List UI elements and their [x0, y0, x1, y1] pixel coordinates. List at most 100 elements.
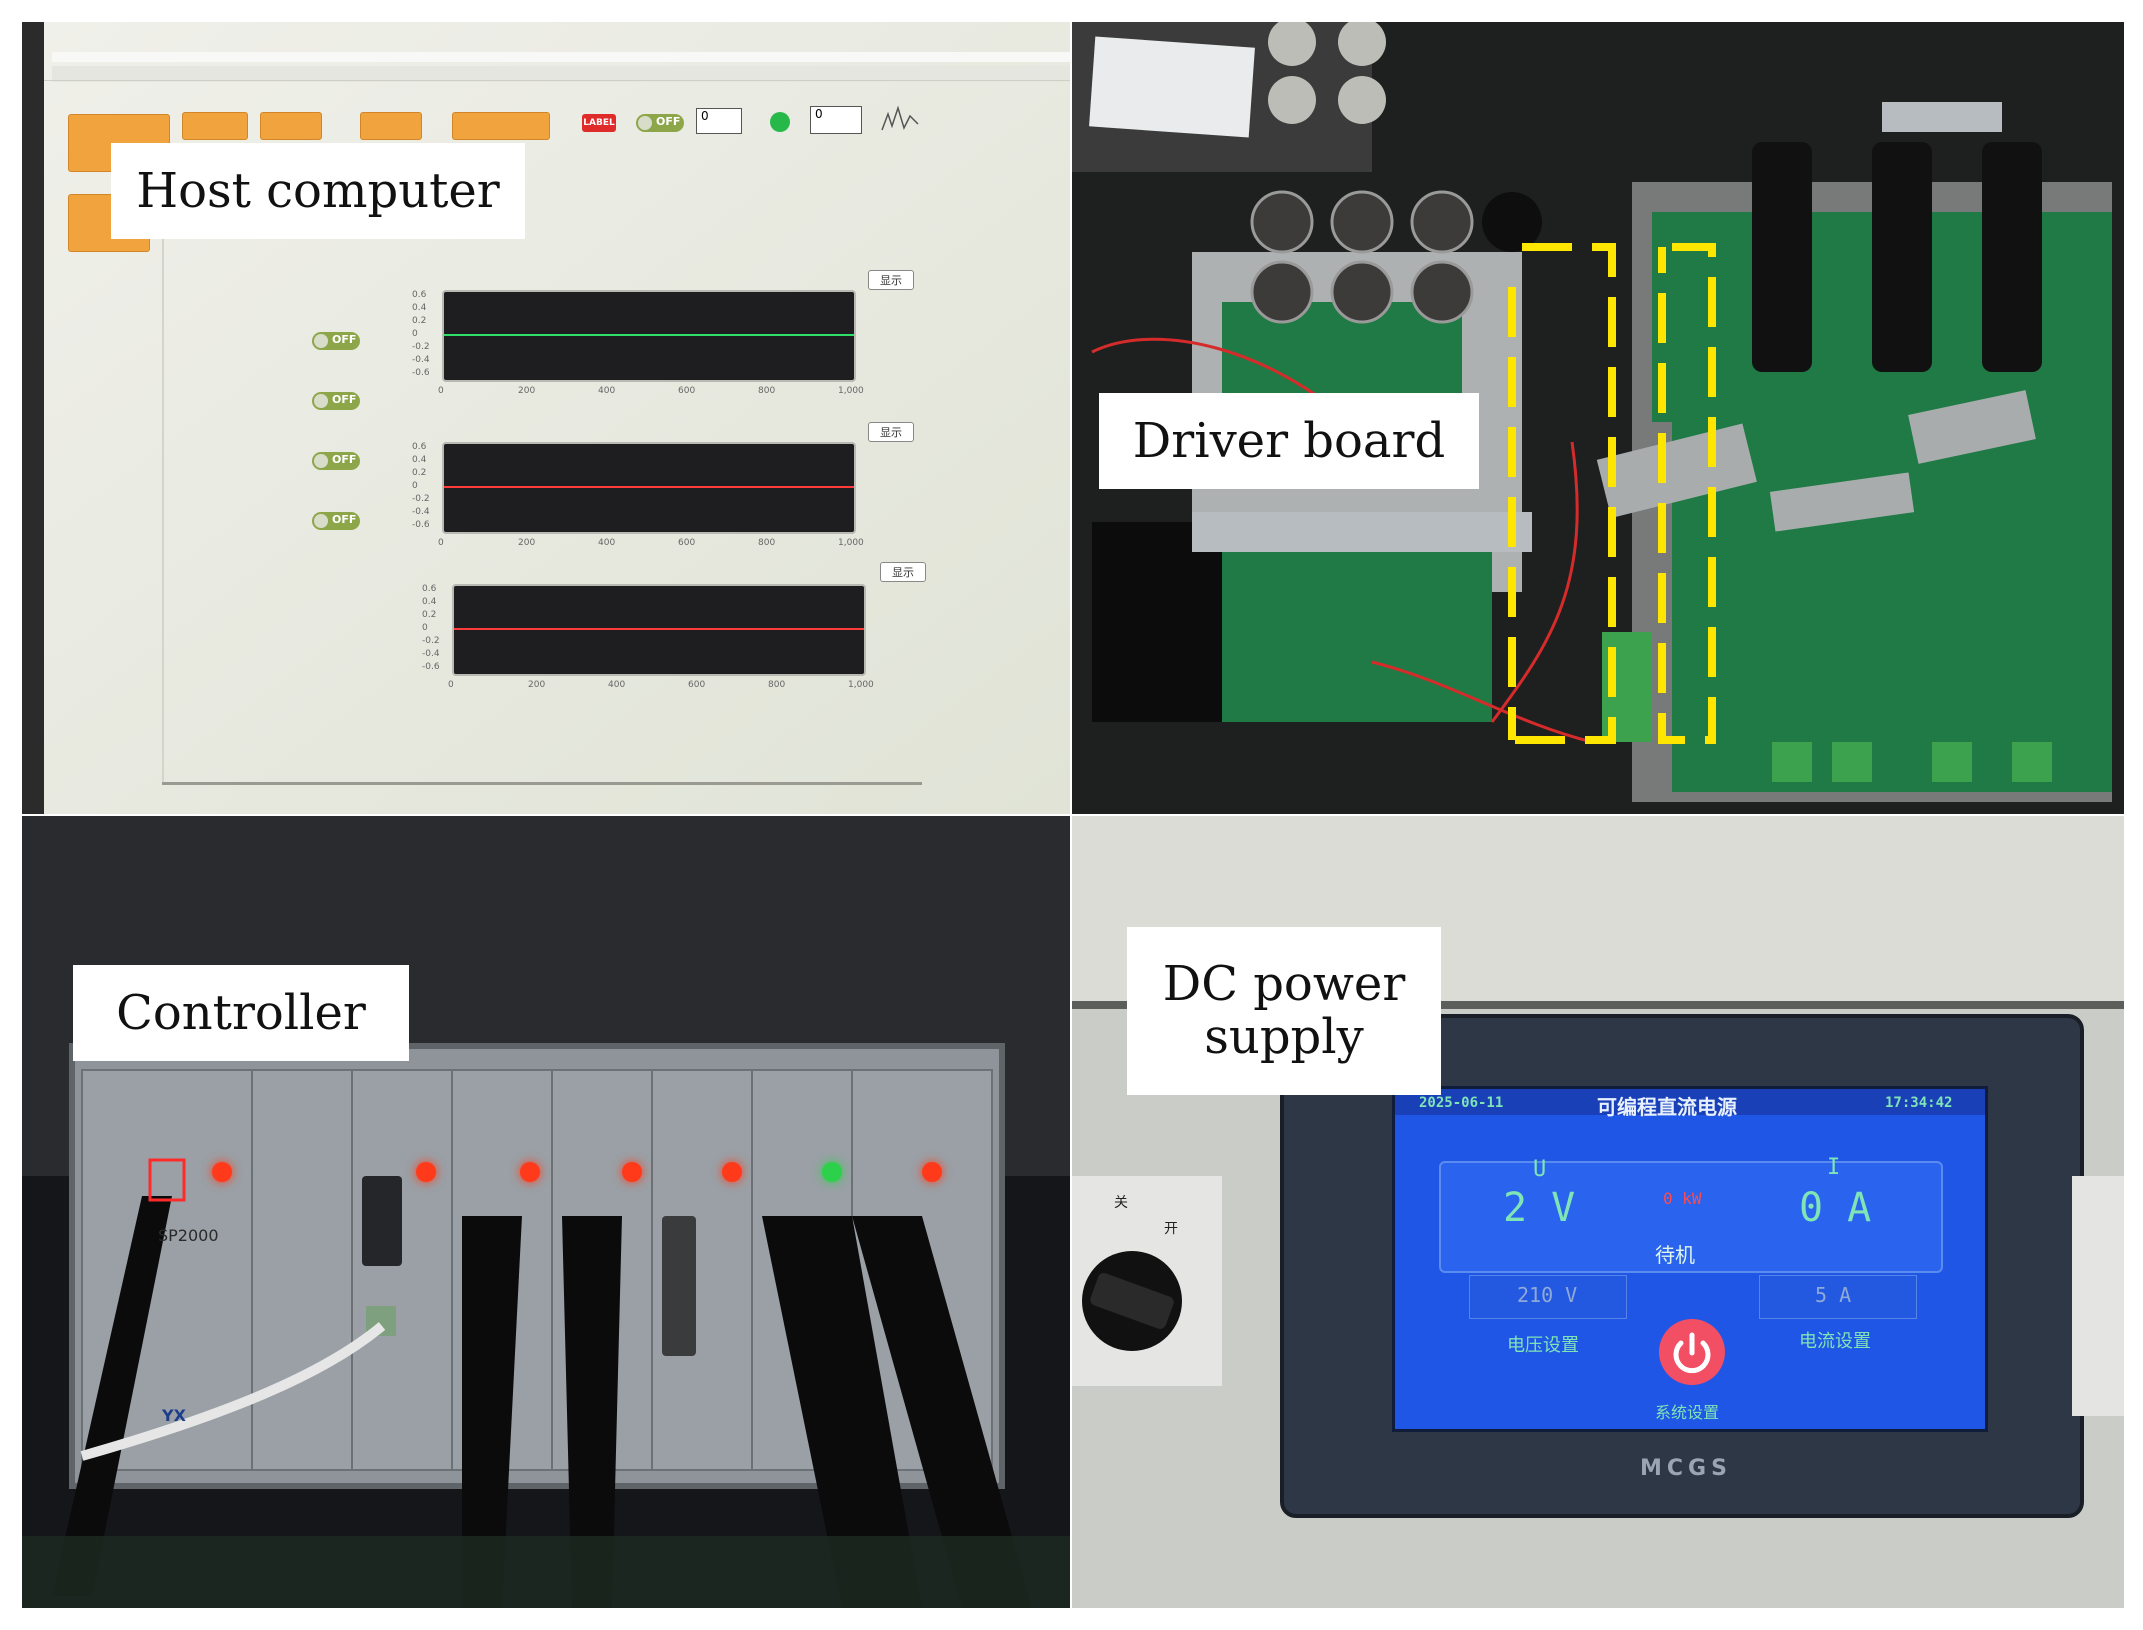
switch-on-label: 开 [1164, 1221, 1178, 1237]
y-tick-label: -0.4 [422, 649, 440, 659]
controller-photo: SP2000 YX Controller [22, 816, 1070, 1608]
y-tick-label: 0.2 [422, 610, 437, 620]
x-tick-label: 800 [768, 680, 786, 690]
plot-trace [444, 486, 854, 488]
x-tick-label: 0 [448, 680, 454, 690]
y-tick-label: -0.2 [412, 494, 430, 504]
plot-button[interactable]: 显示 [868, 270, 914, 290]
dc-power-supply-photo: 关 开 2025-06-11 可编程直流电源 17:34:42 U 2 V 0 … [1072, 816, 2124, 1608]
x-tick-label: 200 [518, 538, 536, 548]
numeric-indicator: 0 [810, 106, 862, 134]
voltage-symbol: U [1533, 1157, 1547, 1182]
y-tick-label: -0.6 [412, 520, 430, 530]
label-dc-power-supply: DC power supply [1127, 927, 1441, 1095]
hmi-date: 2025-06-11 [1419, 1095, 1504, 1111]
hmi-screen: 2025-06-11 可编程直流电源 17:34:42 U 2 V 0 kW I… [1392, 1086, 1988, 1432]
y-tick-label: -0.2 [422, 636, 440, 646]
x-tick-label: 800 [758, 538, 776, 548]
voltage-set-field[interactable] [1469, 1275, 1627, 1319]
host-toolbar-button[interactable] [360, 112, 422, 140]
controller-graphic [22, 816, 1070, 1608]
power-led [212, 1162, 232, 1182]
y-tick-label: 0.6 [422, 584, 437, 594]
power-led [922, 1162, 942, 1182]
host-toolbar-button[interactable] [182, 112, 248, 140]
y-tick-label: -0.4 [412, 507, 430, 517]
status-led [770, 112, 790, 132]
x-tick-label: 1,000 [848, 680, 874, 690]
y-tick-label: 0 [412, 329, 418, 339]
system-settings-label[interactable]: 系统设置 [1655, 1403, 1720, 1422]
toolbar-toggle[interactable]: OFF [636, 114, 684, 132]
state-text: 待机 [1655, 1243, 1695, 1267]
voltage-plot [442, 290, 856, 382]
y-tick-label: -0.2 [412, 342, 430, 352]
x-tick-label: 1,000 [838, 386, 864, 396]
label-icon: LABEL [582, 114, 616, 132]
host-screen-graphic [22, 22, 1070, 814]
label-host-computer: Host computer [111, 143, 525, 239]
label-driver-board: Driver board [1099, 393, 1479, 489]
x-tick-label: 1,000 [838, 538, 864, 548]
power-readout: 0 kW [1663, 1189, 1702, 1208]
y-tick-label: -0.4 [412, 355, 430, 365]
plot-button[interactable]: 显示 [868, 422, 914, 442]
current-symbol: I [1827, 1155, 1841, 1180]
toggle-switch-2[interactable]: OFF [312, 392, 360, 410]
power-icon [1673, 1332, 1711, 1374]
current-readout: 0 A [1799, 1185, 1872, 1231]
switch-off-label: 关 [1114, 1195, 1128, 1211]
driver-board-photo: Driver board [1072, 22, 2124, 814]
voltage-set-value: 210 V [1517, 1283, 1578, 1307]
plot-trace [444, 334, 854, 336]
host-toolbar-button[interactable] [260, 112, 322, 140]
y-tick-label: 0.2 [412, 316, 427, 326]
x-tick-label: 0 [438, 386, 444, 396]
current-set-label[interactable]: 电流设置 [1799, 1331, 1871, 1352]
current-set-value: 5 A [1815, 1283, 1852, 1307]
x-tick-label: 800 [758, 386, 776, 396]
numeric-control[interactable]: 0 [696, 108, 742, 134]
y-tick-label: 0.6 [412, 442, 427, 452]
x-tick-label: 600 [678, 538, 696, 548]
y-tick-label: 0.4 [422, 597, 437, 607]
toggle-switch-1[interactable]: OFF [312, 332, 360, 350]
x-tick-label: 200 [528, 680, 546, 690]
x-tick-label: 0 [438, 538, 444, 548]
power-led [722, 1162, 742, 1182]
y-tick-label: 0.6 [412, 290, 427, 300]
plot-trace [454, 628, 864, 630]
power-led [520, 1162, 540, 1182]
hmi-time: 17:34:42 [1885, 1095, 1953, 1111]
plot-button[interactable]: 显示 [880, 562, 926, 582]
duty-plot [452, 584, 866, 676]
y-tick-label: 0.4 [412, 303, 427, 313]
voltage-set-label[interactable]: 电压设置 [1507, 1335, 1579, 1356]
y-tick-label: 0.2 [412, 468, 427, 478]
host-toolbar-button[interactable] [452, 112, 550, 140]
waveform-icon [881, 105, 919, 131]
x-tick-label: 400 [598, 386, 616, 396]
toggle-switch-3[interactable]: OFF [312, 452, 360, 470]
hmi-title-bar [1395, 1089, 1985, 1115]
run-led [822, 1162, 842, 1182]
current-set-field[interactable] [1759, 1275, 1917, 1319]
toggle-switch-4[interactable]: OFF [312, 512, 360, 530]
hmi-brand: MCGS [1640, 1456, 1732, 1481]
y-tick-label: -0.6 [422, 662, 440, 672]
y-tick-label: 0 [422, 623, 428, 633]
power-led [622, 1162, 642, 1182]
power-led [416, 1162, 436, 1182]
hmi-title: 可编程直流电源 [1597, 1095, 1737, 1119]
x-tick-label: 600 [688, 680, 706, 690]
voltage-readout: 2 V [1503, 1185, 1576, 1231]
host-computer-photo: LABEL OFF 0 0 OFF OFF OFF OFF 显示 显示 显示 0… [22, 22, 1070, 814]
x-tick-label: 400 [608, 680, 626, 690]
label-controller: Controller [73, 965, 409, 1061]
x-tick-label: 200 [518, 386, 536, 396]
y-tick-label: 0 [412, 481, 418, 491]
controller-brand: YX [162, 1406, 186, 1425]
y-tick-label: -0.6 [412, 368, 430, 378]
power-button[interactable] [1659, 1319, 1725, 1385]
hmi-readout-box [1439, 1161, 1943, 1273]
